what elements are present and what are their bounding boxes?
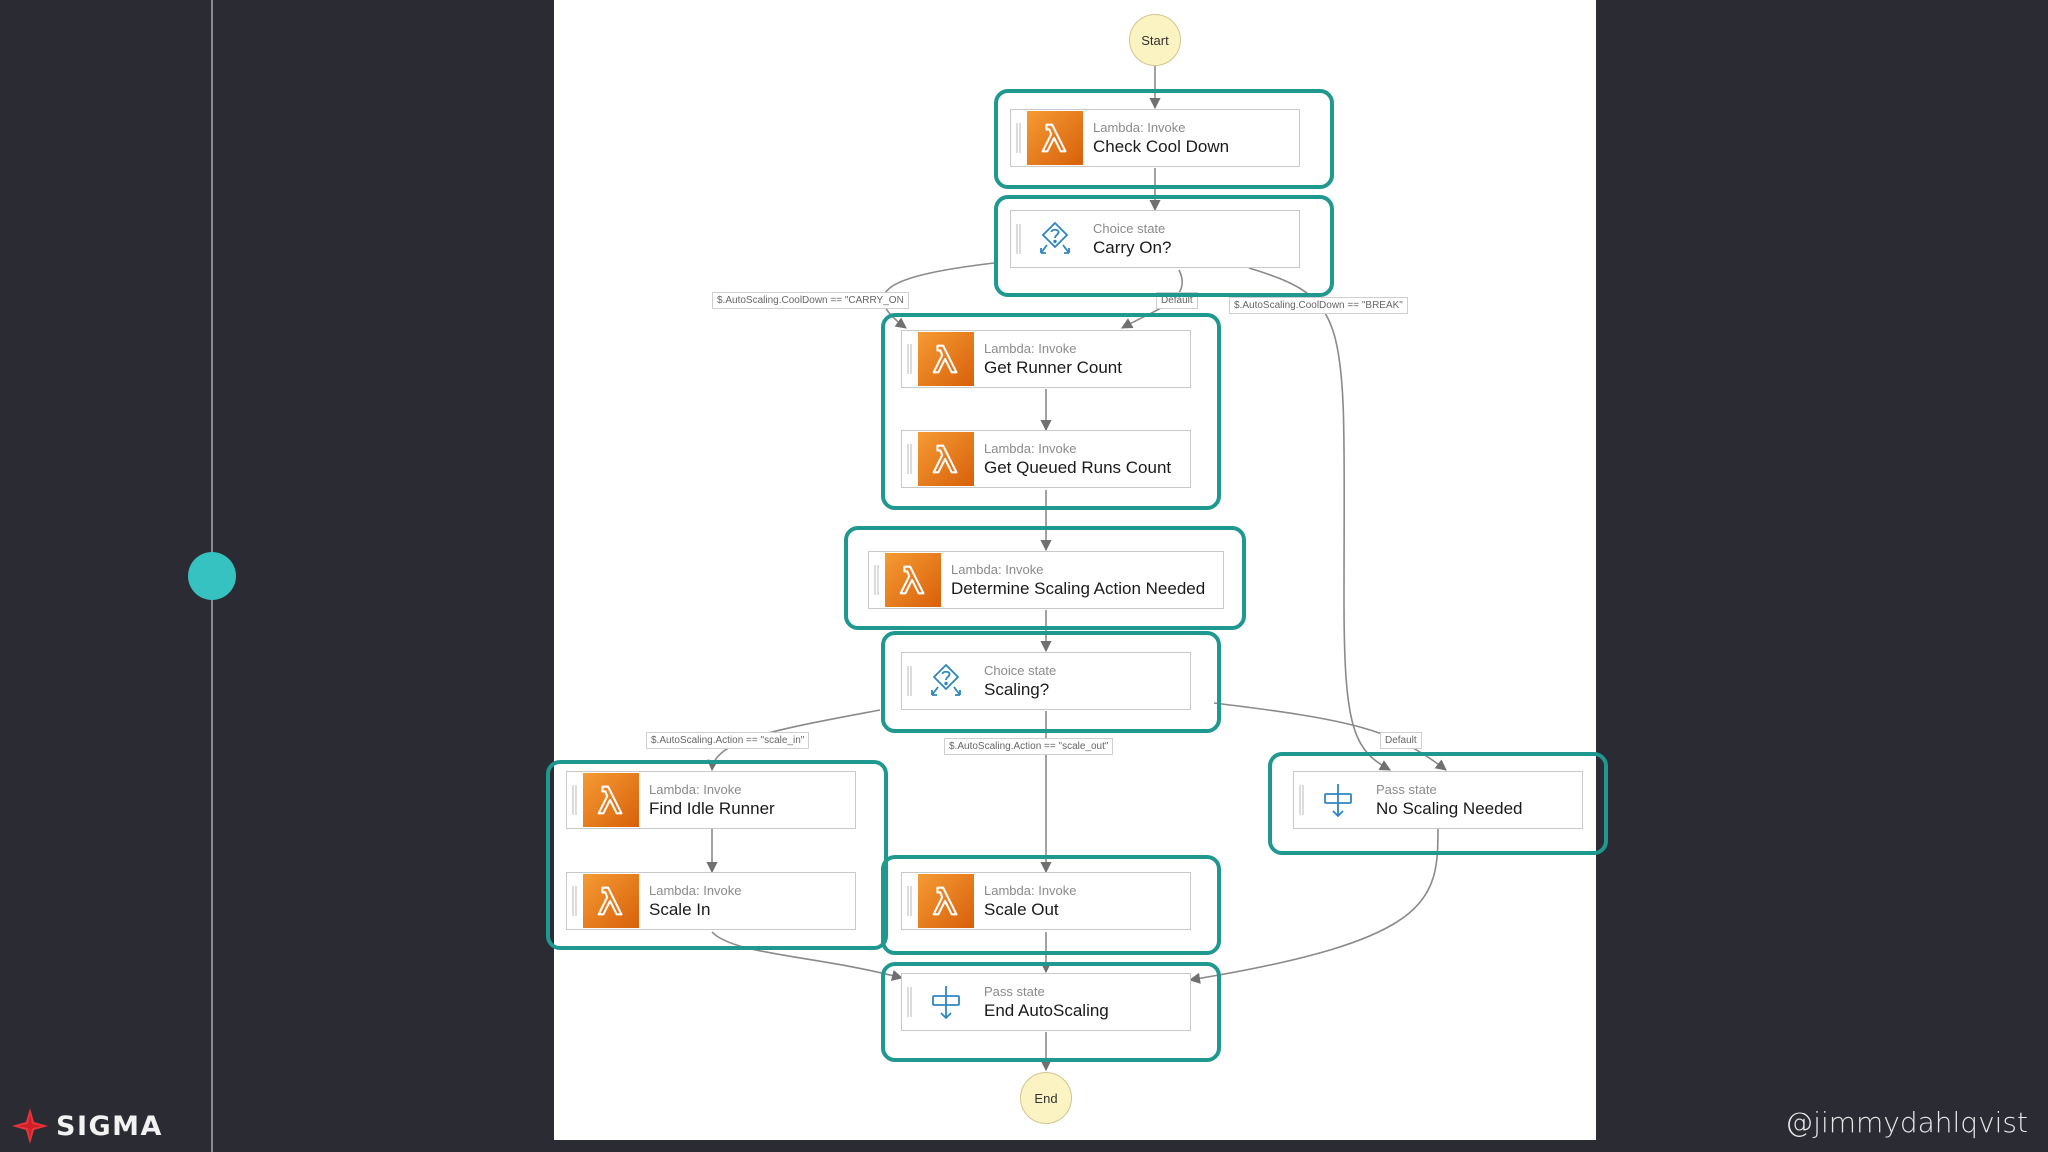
edge-label-scaling-default: Default xyxy=(1380,732,1422,749)
edge-scalein-end xyxy=(711,931,904,981)
state-get-runner-count[interactable]: Lambda: Invoke Get Runner Count xyxy=(901,330,1191,388)
timeline-dot xyxy=(188,552,236,600)
state-kind: Lambda: Invoke xyxy=(1093,119,1186,135)
state-determine-scaling-action[interactable]: Lambda: Invoke Determine Scaling Action … xyxy=(868,551,1224,609)
state-kind: Lambda: Invoke xyxy=(951,561,1044,577)
lambda-icon xyxy=(918,432,974,486)
start-node[interactable]: Start xyxy=(1129,14,1181,66)
highlight-end-autoscaling xyxy=(881,962,1221,1062)
state-title: Check Cool Down xyxy=(1093,136,1230,156)
state-end-autoscaling[interactable]: Pass state End AutoScaling xyxy=(901,973,1191,1031)
state-kind: Lambda: Invoke xyxy=(649,882,742,898)
edge-label-scale-out: $.AutoScaling.Action == "scale_out" xyxy=(944,738,1114,755)
highlight-carry-on xyxy=(994,195,1334,297)
state-title: Scaling? xyxy=(984,679,1050,699)
state-title: End AutoScaling xyxy=(984,1000,1109,1020)
sigma-star-icon xyxy=(12,1108,48,1144)
drag-handle[interactable] xyxy=(572,785,577,815)
state-kind: Lambda: Invoke xyxy=(649,781,742,797)
highlight-scaling xyxy=(881,631,1221,733)
highlight-check-cool-down xyxy=(994,89,1334,189)
state-title: No Scaling Needed xyxy=(1376,798,1523,818)
state-find-idle-runner[interactable]: Lambda: Invoke Find Idle Runner xyxy=(566,771,856,829)
state-kind: Pass state xyxy=(984,983,1045,999)
state-no-scaling-needed[interactable]: Pass state No Scaling Needed xyxy=(1293,771,1583,829)
end-node[interactable]: End xyxy=(1020,1072,1072,1124)
lambda-icon xyxy=(1027,111,1083,165)
lambda-icon xyxy=(885,553,941,607)
state-title: Scale Out xyxy=(984,899,1059,919)
lambda-icon xyxy=(918,332,974,386)
state-kind: Pass state xyxy=(1376,781,1437,797)
highlight-scale-in-branch xyxy=(546,760,888,950)
state-title: Get Runner Count xyxy=(984,357,1122,377)
choice-icon xyxy=(918,654,974,708)
state-kind: Lambda: Invoke xyxy=(984,882,1077,898)
highlight-no-scaling xyxy=(1268,752,1608,855)
brand-logo: SIGMA xyxy=(10,1106,163,1146)
highlight-determine-scaling xyxy=(844,526,1246,630)
state-title: Scale In xyxy=(649,899,711,919)
brand-name: SIGMA xyxy=(56,1110,163,1142)
edge-label-scale-in: $.AutoScaling.Action == "scale_in" xyxy=(646,732,810,749)
state-scaling[interactable]: Choice state Scaling? xyxy=(901,652,1191,710)
drag-handle[interactable] xyxy=(874,565,879,595)
drag-handle[interactable] xyxy=(907,886,912,916)
state-title: Carry On? xyxy=(1093,237,1172,257)
state-scale-out[interactable]: Lambda: Invoke Scale Out xyxy=(901,872,1191,930)
highlight-get-counts xyxy=(881,313,1221,510)
pass-icon xyxy=(1310,773,1366,827)
pass-icon xyxy=(918,975,974,1029)
edge-carry-break xyxy=(1248,267,1391,771)
workflow-canvas: Start End Lambda: Invoke Check Cool Down… xyxy=(546,0,1608,1140)
state-carry-on[interactable]: Choice state Carry On? xyxy=(1010,210,1300,268)
lambda-icon xyxy=(583,773,639,827)
state-kind: Choice state xyxy=(984,662,1057,678)
drag-handle[interactable] xyxy=(1016,224,1021,254)
state-title: Find Idle Runner xyxy=(649,798,775,818)
drag-handle[interactable] xyxy=(1299,785,1304,815)
state-kind: Lambda: Invoke xyxy=(984,340,1077,356)
state-kind: Choice state xyxy=(1093,220,1166,236)
edge-label-carry-break: $.AutoScaling.CoolDown == "BREAK" xyxy=(1229,297,1408,314)
lambda-icon xyxy=(918,874,974,928)
state-title: Get Queued Runs Count xyxy=(984,457,1172,477)
drag-handle[interactable] xyxy=(907,987,912,1017)
drag-handle[interactable] xyxy=(907,666,912,696)
state-kind: Lambda: Invoke xyxy=(984,440,1077,456)
state-get-queued-runs-count[interactable]: Lambda: Invoke Get Queued Runs Count xyxy=(901,430,1191,488)
state-title: Determine Scaling Action Needed xyxy=(951,578,1206,598)
state-check-cool-down[interactable]: Lambda: Invoke Check Cool Down xyxy=(1010,109,1300,167)
drag-handle[interactable] xyxy=(572,886,577,916)
edge-scaling-default xyxy=(1213,702,1447,771)
author-handle: @jimmydahlqvist xyxy=(1785,1106,2028,1139)
lambda-icon xyxy=(583,874,639,928)
edge-label-carry-on: $.AutoScaling.CoolDown == "CARRY_ON xyxy=(712,292,909,309)
highlight-scale-out xyxy=(881,855,1221,955)
drag-handle[interactable] xyxy=(1016,123,1021,153)
choice-icon xyxy=(1027,212,1083,266)
state-scale-in[interactable]: Lambda: Invoke Scale In xyxy=(566,872,856,930)
drag-handle[interactable] xyxy=(907,344,912,374)
drag-handle[interactable] xyxy=(907,444,912,474)
